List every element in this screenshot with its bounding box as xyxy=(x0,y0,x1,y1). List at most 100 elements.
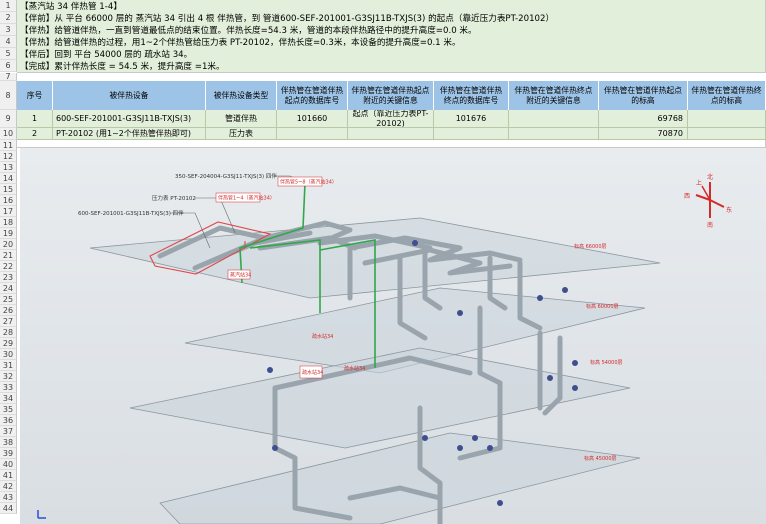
note-line-2[interactable]: 【伴前】从 平台 66000 层的 蒸汽站 34 引出 4 根 伴热管，到 管道… xyxy=(20,14,555,24)
row-header[interactable]: 13 xyxy=(0,162,17,173)
col-header-device[interactable]: 被伴热设备 xyxy=(53,81,206,110)
row-header[interactable]: 2 xyxy=(0,12,17,24)
table-cell[interactable]: 1 xyxy=(17,110,53,128)
red-label-tracer-5-8: 伴热管5~8（蒸汽站34） xyxy=(280,179,337,186)
col-header-start-db[interactable]: 伴热管在管道伴热起点的数据库号 xyxy=(277,81,348,110)
table-cell[interactable]: PT-20102 (用1~2个伴热管伴热即可) xyxy=(53,128,206,140)
table-cell[interactable]: 69768 xyxy=(599,110,688,128)
row-header[interactable]: 1 xyxy=(0,0,17,12)
row-header[interactable]: 8 xyxy=(0,81,17,110)
compass-east: 东 xyxy=(726,206,732,214)
row-header[interactable]: 26 xyxy=(0,305,17,316)
row-header[interactable]: 24 xyxy=(0,283,17,294)
row-header[interactable]: 38 xyxy=(0,437,17,448)
axis-triad-icon xyxy=(37,510,46,519)
row-header[interactable]: 36 xyxy=(0,415,17,426)
row-header[interactable]: 32 xyxy=(0,371,17,382)
row-header[interactable]: 22 xyxy=(0,261,17,272)
col-header-start-info[interactable]: 伴热管在管道伴热起点附近的关键信息 xyxy=(348,81,434,110)
row-header[interactable]: 17 xyxy=(0,206,17,217)
note-line-4[interactable]: 【伴热】给管道伴热的过程，用1~2个伴热管给压力表 PT-20102，伴热长度=… xyxy=(20,38,461,48)
3d-piping-drawing[interactable]: 350-SEF-204004-G3SJ11-TXJS(3) 四伴 压力表 PT-… xyxy=(20,148,766,524)
valve-markers xyxy=(267,240,578,506)
table-cell[interactable] xyxy=(688,110,766,128)
row-header[interactable]: 27 xyxy=(0,316,17,327)
table-cell[interactable]: 70870 xyxy=(599,128,688,140)
row-header[interactable]: 29 xyxy=(0,338,17,349)
row-header[interactable]: 9 xyxy=(0,110,17,128)
callout-pipe-350: 350-SEF-204004-G3SJ11-TXJS(3) 四伴 xyxy=(175,172,277,180)
row-header[interactable]: 37 xyxy=(0,426,17,437)
notes-background xyxy=(17,0,766,73)
table-cell[interactable] xyxy=(434,128,509,140)
row-header[interactable]: 3 xyxy=(0,24,17,36)
table-cell[interactable]: 101676 xyxy=(434,110,509,128)
row-header[interactable]: 21 xyxy=(0,250,17,261)
row-header[interactable]: 10 xyxy=(0,128,17,140)
row-header[interactable]: 4 xyxy=(0,36,17,48)
row-header[interactable]: 44 xyxy=(0,503,17,514)
col-header-end-db[interactable]: 伴热管在管道伴热终点的数据库号 xyxy=(434,81,509,110)
compass-west: 西 xyxy=(684,193,690,200)
row-header[interactable]: 20 xyxy=(0,239,17,250)
level-label-54000: 标高 54000层 xyxy=(590,359,623,366)
table-cell[interactable] xyxy=(348,128,434,140)
red-label-drain-station-1: 疏水站34 xyxy=(312,333,333,340)
row-header[interactable]: 28 xyxy=(0,327,17,338)
table-cell[interactable]: 2 xyxy=(17,128,53,140)
row-header[interactable]: 42 xyxy=(0,481,17,492)
row-header[interactable]: 16 xyxy=(0,195,17,206)
compass-south: 南 xyxy=(707,221,713,229)
table-cell[interactable] xyxy=(277,128,348,140)
compass-north: 北 xyxy=(707,173,713,181)
note-line-5[interactable]: 【伴后】回到 平台 54000 层的 疏水站 34。 xyxy=(20,50,193,60)
row-header[interactable]: 33 xyxy=(0,382,17,393)
row-header[interactable]: 12 xyxy=(0,151,17,162)
table-cell[interactable] xyxy=(509,110,599,128)
row-header[interactable]: 30 xyxy=(0,349,17,360)
table-cell[interactable]: 101660 xyxy=(277,110,348,128)
row-header[interactable]: 15 xyxy=(0,184,17,195)
row-header[interactable]: 40 xyxy=(0,459,17,470)
red-label-tracer-1-4: 伴热管1~4（蒸汽站34） xyxy=(218,195,275,202)
table-cell[interactable]: 管道伴热 xyxy=(206,110,277,128)
red-label-drain-station-2: 疏水站34 xyxy=(344,365,365,372)
row-header[interactable]: 6 xyxy=(0,60,17,72)
callout-pressure-gauge: 压力表 PT-20102 xyxy=(152,194,196,202)
note-line-3[interactable]: 【伴热】给管道伴热，一直到管道最低点的结束位置。伴热长度=54.3 米，管道的本… xyxy=(20,26,477,36)
row-header[interactable]: 7 xyxy=(0,73,17,81)
col-header-end-info[interactable]: 伴热管在管道伴热终点附近的关键信息 xyxy=(509,81,599,110)
row-header[interactable]: 18 xyxy=(0,217,17,228)
note-line-6[interactable]: 【完成】累计伴热长度 = 54.5 米，提升高度 =1米。 xyxy=(20,62,225,72)
table-cell[interactable] xyxy=(509,128,599,140)
table-cell[interactable]: 压力表 xyxy=(206,128,277,140)
col-header-end-elev[interactable]: 伴热管在管道伴热终点的标高 xyxy=(688,81,766,110)
row-header[interactable]: 35 xyxy=(0,404,17,415)
compass-rose-icon[interactable]: 西 东 北 南 上 xyxy=(684,173,732,229)
level-labels: 标高 66000层 标高 60000层 标高 54000层 标高 45000层 xyxy=(574,243,623,462)
table-cell[interactable] xyxy=(688,128,766,140)
row-header[interactable]: 11 xyxy=(0,140,17,151)
col-header-index[interactable]: 序号 xyxy=(17,81,53,110)
callout-pipe-600: 600-SEF-201001-G3SJ11B-TXJS(3) 四伴 xyxy=(78,209,184,217)
row-header[interactable]: 31 xyxy=(0,360,17,371)
level-plane-45000 xyxy=(159,432,641,524)
table-cell[interactable]: 600-SEF-201001-G3SJ11B-TXJS(3) xyxy=(53,110,206,128)
row-header[interactable]: 39 xyxy=(0,448,17,459)
row-header[interactable]: 19 xyxy=(0,228,17,239)
row-header[interactable]: 43 xyxy=(0,492,17,503)
note-line-1[interactable]: 【蒸汽站 34 伴热管 1-4】 xyxy=(20,2,122,12)
row-header[interactable]: 5 xyxy=(0,48,17,60)
row-header[interactable]: 41 xyxy=(0,470,17,481)
row-header[interactable]: 34 xyxy=(0,393,17,404)
level-label-45000: 标高 45000层 xyxy=(584,455,617,462)
table-cell[interactable]: 起点（靠近压力表PT-20102) xyxy=(348,110,434,128)
col-header-start-elev[interactable]: 伴热管在管道伴热起点的标高 xyxy=(599,81,688,110)
red-label-drain-station-3: 疏水站34 xyxy=(302,369,323,376)
red-label-group: 伴热管5~8（蒸汽站34） 伴热管1~4（蒸汽站34） 蒸汽站34 疏水站34 … xyxy=(215,176,365,379)
empty-row[interactable] xyxy=(17,140,766,148)
col-header-device-type[interactable]: 被伴热设备类型 xyxy=(206,81,277,110)
row-header[interactable]: 25 xyxy=(0,294,17,305)
row-header[interactable]: 14 xyxy=(0,173,17,184)
row-header[interactable]: 23 xyxy=(0,272,17,283)
